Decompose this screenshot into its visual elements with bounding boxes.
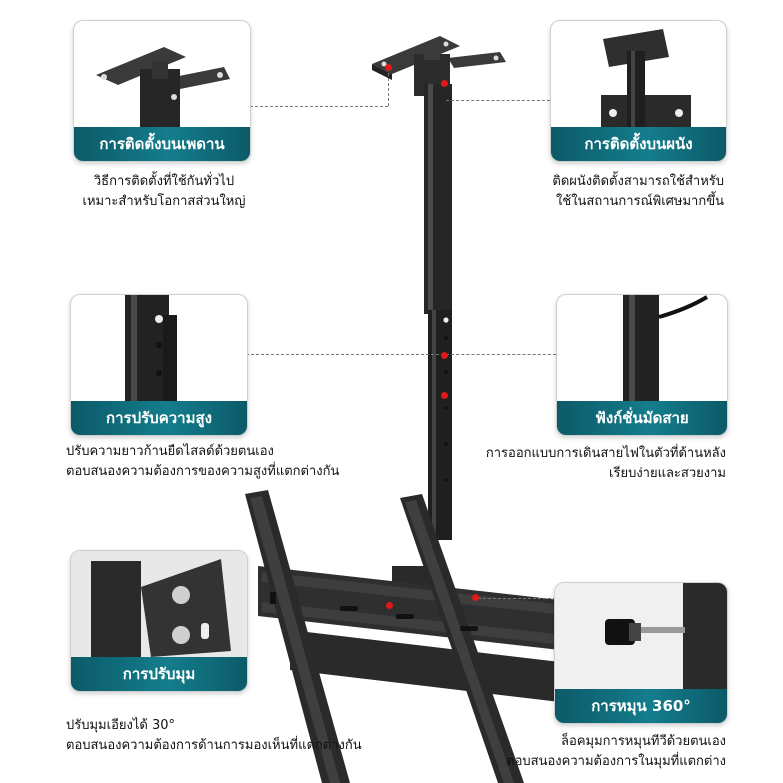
marker-dot [441,80,448,87]
marker-dot [441,392,448,399]
description-line: ปรับมุมเอียงได้ 30° [66,718,175,733]
description-line: ตอบสนองความต้องการด้านการมองเห็นที่แตกต่… [66,738,362,753]
description-line: เหมาะสำหรับโอกาสส่วนใหญ่ [82,194,246,209]
description-line: ตอบสนองความต้องการของความสูงที่แตกต่างกั… [66,464,340,479]
panel-title: การติดตั้งบนผนัง [551,127,726,161]
rotation-knob-photo [555,583,727,689]
panel-ceiling-install: การติดตั้งบนเพดาน [73,20,251,162]
description-line: ปรับความยาวก้านยืดไสลด์ด้วยตนเอง [66,444,274,459]
panel-title: การหมุน 360° [555,689,727,723]
panel-title: ฟังก์ชั่นมัดสาย [557,401,727,435]
marker-dot [441,352,448,359]
panel-angle-adjust: การปรับมุม [70,550,248,692]
description-line: ติดผนังติดตั้งสามารถใช้สำหรับ [552,174,724,189]
panel-title: การปรับความสูง [71,401,247,435]
panel-wall-install: การติดตั้งบนผนัง [550,20,727,162]
ceiling-bracket [372,36,506,96]
leader-wall [446,100,550,101]
rotation-description: ล็อคมุมการหมุนทีวีด้วยตนเอง ตอบสนองความต… [470,732,726,772]
panel-cable-management: ฟังก์ชั่นมัดสาย [556,294,728,436]
cable-description: การออกแบบการเดินสายไฟในตัวที่ด้านหลัง เร… [428,444,726,484]
tv-bracket [245,490,560,783]
panel-rotation: การหมุน 360° [554,582,728,724]
marker-dot [385,64,392,71]
height-description: ปรับความยาวก้านยืดไสลด์ด้วยตนเอง ตอบสนอง… [66,442,406,482]
angle-description: ปรับมุมเอียงได้ 30° ตอบสนองความต้องการด้… [66,716,396,756]
leader-rotate [478,598,556,599]
description-line: ล็อคมุมการหมุนทีวีด้วยตนเอง [561,734,726,749]
leader-height [246,354,444,355]
marker-dot [386,602,393,609]
pole-closeup-photo [125,295,177,405]
ceiling-description: วิธีการติดตั้งที่ใช้กันทั่วไป เหมาะสำหรั… [64,172,264,212]
leader-ceiling [250,106,388,107]
wall-description: ติดผนังติดตั้งสามารถใช้สำหรับ ใช้ในสถานก… [470,172,724,212]
panel-title: การติดตั้งบนเพดาน [74,127,250,161]
tilt-joint-photo [71,551,247,657]
leader-ceiling-vertical [388,68,389,106]
description-line: ตอบสนองความต้องการในมุมที่แตกต่าง [506,754,726,769]
panel-title: การปรับมุม [71,657,247,691]
marker-dot [472,594,479,601]
description-line: เรียบง่ายและสวยงาม [609,466,726,481]
description-line: การออกแบบการเดินสายไฟในตัวที่ด้านหลัง [485,446,726,461]
description-line: ใช้ในสถานการณ์พิเศษมากขึ้น [556,194,724,209]
leader-cable [446,354,556,355]
panel-height-adjust: การปรับความสูง [70,294,248,436]
wall-bracket-photo [601,29,691,131]
cable-pole-photo [623,295,709,403]
telescopic-pole [424,84,452,540]
description-line: วิธีการติดตั้งที่ใช้กันทั่วไป [93,174,235,189]
